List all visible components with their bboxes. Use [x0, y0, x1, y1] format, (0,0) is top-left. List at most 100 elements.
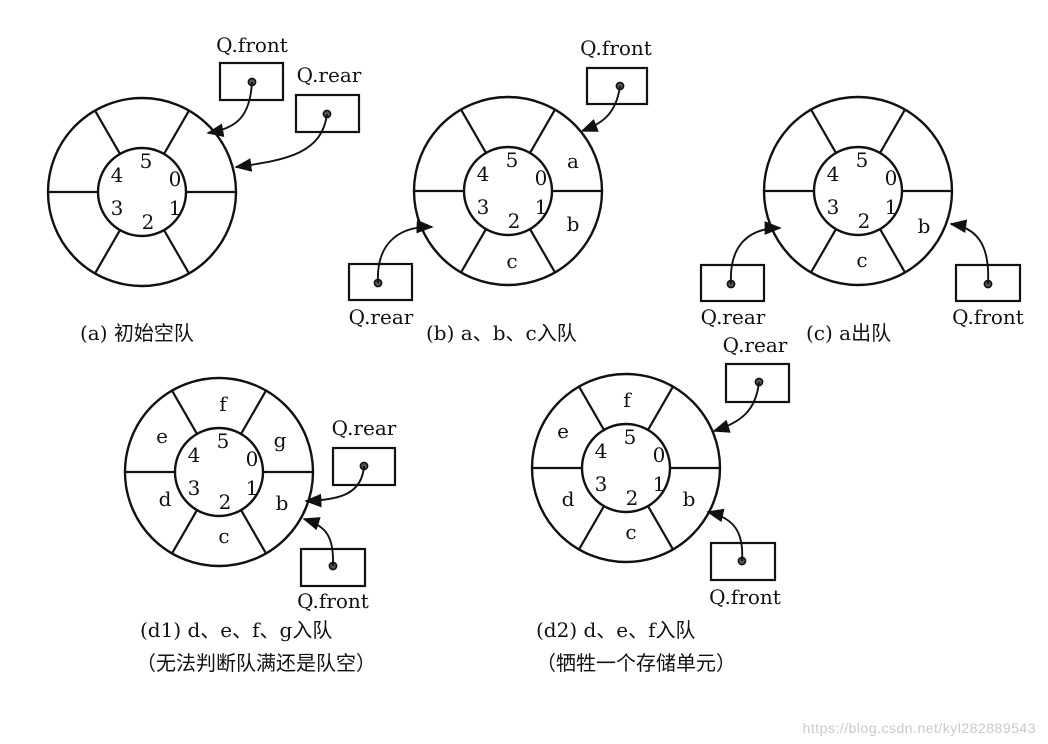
- index-label: 0: [169, 167, 182, 191]
- index-label: 1: [885, 195, 898, 219]
- index-label: 0: [535, 166, 548, 190]
- index-label: 1: [246, 476, 259, 500]
- index-label: 2: [858, 209, 871, 233]
- queue-element: b: [276, 491, 289, 515]
- index-label: 1: [535, 195, 548, 219]
- index-label: 3: [595, 472, 608, 496]
- pointer-arrow: [706, 508, 744, 562]
- pointer-label: Q.front: [952, 305, 1024, 329]
- index-label: 3: [188, 476, 201, 500]
- spoke: [94, 229, 121, 274]
- watermark-url: https://blog.csdn.net/kyl282889543: [802, 720, 1036, 736]
- spoke: [171, 509, 198, 554]
- rear-pointer: Q.rear: [347, 219, 434, 329]
- queue-element: g: [274, 428, 287, 452]
- index-label: 4: [111, 163, 124, 187]
- spoke: [879, 228, 906, 273]
- index-label: 5: [140, 149, 153, 173]
- queue-element: b: [683, 487, 696, 511]
- spoke: [578, 386, 605, 431]
- index-label: 1: [169, 196, 182, 220]
- queue-element: e: [557, 419, 569, 443]
- front-pointer: Q.front: [206, 33, 288, 138]
- caption: （无法判断队满还是队空）: [136, 651, 376, 675]
- queue-element: c: [856, 248, 867, 272]
- pointer-label: Q.front: [580, 36, 652, 60]
- pointer-arrow: [712, 381, 760, 433]
- index-label: 4: [827, 162, 840, 186]
- queue-element: c: [218, 524, 229, 548]
- caption: （牺牲一个存储单元）: [536, 651, 736, 675]
- caption: (d2) d、e、f入队: [536, 618, 696, 642]
- pointer-arrow: [206, 81, 253, 138]
- diagram-d2: 0 1 2 3 4 5 b c d e f Q.rear Q.front (d2…: [530, 333, 791, 675]
- rear-pointer: Q.rear: [699, 221, 782, 329]
- spoke: [647, 386, 674, 431]
- pointer-label: Q.front: [297, 589, 369, 613]
- pointer-arrow: [302, 517, 334, 567]
- queue-element: b: [567, 212, 580, 236]
- index-label: 2: [508, 209, 521, 233]
- queue-element: c: [506, 249, 517, 273]
- rear-pointer: Q.rear: [234, 63, 362, 172]
- caption: (c) a出队: [806, 321, 891, 345]
- pointer-arrow: [949, 219, 990, 285]
- queue-element: f: [623, 388, 632, 412]
- spoke: [879, 109, 906, 154]
- index-label: 3: [111, 196, 124, 220]
- index-label: 5: [856, 148, 869, 172]
- pointer-label: Q.rear: [332, 416, 397, 440]
- index-label: 4: [595, 439, 608, 463]
- front-pointer: Q.front: [580, 36, 652, 132]
- spoke: [240, 390, 267, 435]
- pointer-arrow: [304, 465, 365, 508]
- index-label: 3: [827, 195, 840, 219]
- caption: (b) a、b、c入队: [426, 321, 577, 345]
- front-pointer: Q.front: [297, 517, 369, 613]
- pointer-arrow: [580, 85, 621, 132]
- index-label: 2: [219, 490, 232, 514]
- spoke: [460, 109, 487, 154]
- index-label: 2: [142, 210, 155, 234]
- spoke: [578, 505, 605, 550]
- spoke: [163, 229, 190, 274]
- front-pointer: Q.front: [706, 508, 781, 609]
- index-label: 4: [477, 162, 490, 186]
- index-label: 2: [626, 486, 639, 510]
- spoke: [240, 509, 267, 554]
- caption: (d1) d、e、f、g入队: [140, 618, 332, 642]
- front-pointer: Q.front: [949, 219, 1024, 329]
- spoke: [810, 228, 837, 273]
- queue-element: e: [156, 424, 168, 448]
- pointer-label: Q.rear: [701, 305, 766, 329]
- index-label: 1: [653, 472, 666, 496]
- queue-element: c: [625, 520, 636, 544]
- index-label: 5: [624, 425, 637, 449]
- index-label: 0: [885, 166, 898, 190]
- queue-element: d: [562, 487, 575, 511]
- spoke: [810, 109, 837, 154]
- diagram-d1: 0 1 2 3 4 5 g b c d e f Q.rear Q.front (…: [123, 376, 397, 675]
- pointer-label: Q.rear: [297, 63, 362, 87]
- spoke: [529, 228, 556, 273]
- queue-element: b: [918, 214, 931, 238]
- index-label: 0: [653, 443, 666, 467]
- diagram-b: 0 1 2 3 4 5 a b c Q.front Q.rear (b) a、b…: [347, 36, 652, 345]
- index-label: 5: [506, 148, 519, 172]
- diagram-c: 0 1 2 3 4 5 b c Q.rear Q.front (c) a出队: [699, 95, 1024, 345]
- pointer-arrow: [730, 221, 782, 285]
- pointer-label: Q.rear: [723, 333, 788, 357]
- spoke: [460, 228, 487, 273]
- pointer-label: Q.front: [216, 33, 288, 57]
- index-label: 0: [246, 447, 259, 471]
- spoke: [171, 390, 198, 435]
- spoke: [529, 109, 556, 154]
- diagram-a: 0 1 2 3 4 5 Q.front Q.rear (a) 初始空队: [46, 33, 362, 345]
- rear-pointer: Q.rear: [304, 416, 397, 508]
- spoke: [163, 110, 190, 155]
- queue-element: a: [567, 149, 579, 173]
- index-label: 4: [188, 443, 201, 467]
- pointer-label: Q.rear: [349, 305, 414, 329]
- queue-element: d: [159, 487, 172, 511]
- index-label: 5: [217, 429, 230, 453]
